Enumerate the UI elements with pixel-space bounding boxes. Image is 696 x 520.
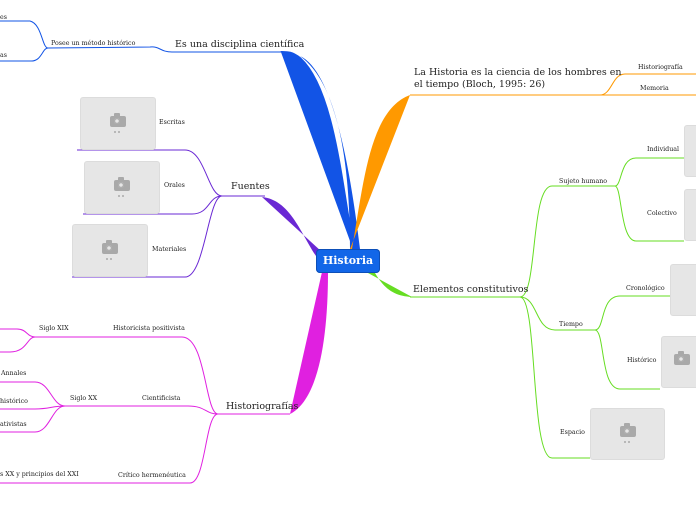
image-placeholder-espacio [590, 408, 665, 460]
node-historiografia[interactable]: Historiografía [638, 64, 683, 71]
image-placeholder-historico [661, 336, 696, 388]
node-tiempo[interactable]: Tiempo [559, 321, 583, 328]
dots-icon [623, 441, 626, 443]
node-materialismo-historico[interactable]: histórico [0, 398, 28, 405]
branch-blue-main-fill [300, 56, 360, 249]
node-memoria[interactable]: Memoria [640, 85, 669, 92]
image-placeholder-individual [684, 125, 696, 177]
node-escritas[interactable]: Escritas [159, 119, 185, 126]
root-node[interactable]: Historia [316, 249, 380, 273]
node-fuentes[interactable]: Fuentes [231, 181, 270, 192]
node-siglo-xx-xxi[interactable]: s XX y principios del XXI [0, 471, 79, 478]
branch-blue-main [280, 50, 355, 250]
node-siglo-xx[interactable]: Siglo XX [70, 395, 98, 402]
branch-green-main [368, 273, 412, 297]
dots-icon [106, 257, 108, 260]
node-materiales[interactable]: Materiales [152, 246, 187, 253]
camera-icon [114, 176, 130, 191]
node-critico-hermeneutica[interactable]: Crítico hermenéutica [118, 472, 186, 479]
image-placeholder-materiales [72, 224, 148, 277]
camera-icon [110, 112, 126, 127]
dots-icon [118, 194, 120, 197]
node-definicion-line2[interactable]: el tiempo (Bloch, 1995: 26) [414, 79, 546, 90]
node-colectivo[interactable]: Colectivo [647, 210, 677, 217]
camera-icon [619, 423, 636, 437]
node-orales[interactable]: Orales [164, 182, 185, 189]
node-historiografias[interactable]: Historiografías [226, 401, 299, 412]
node-cronologico[interactable]: Cronológico [626, 285, 665, 292]
image-placeholder-colectivo [684, 189, 696, 241]
camera-icon [674, 351, 690, 365]
branch-orange-main [350, 95, 410, 249]
node-historico[interactable]: Histórico [627, 357, 657, 364]
node-blue-leaf-a[interactable]: es [0, 14, 7, 21]
node-sujeto-humano[interactable]: Sujeto humano [559, 178, 608, 185]
branch-purple-main [262, 197, 322, 256]
node-siglo-xix[interactable]: Siglo XIX [39, 325, 69, 332]
node-metodo-historico[interactable]: Posee un método histórico [51, 40, 136, 47]
image-placeholder-escritas [80, 97, 156, 150]
node-blue-leaf-b[interactable]: as [0, 52, 7, 59]
node-annales[interactable]: Annales [1, 370, 27, 377]
node-historicista-positivista[interactable]: Historicista positivista [113, 325, 185, 332]
node-disciplina-cientifica[interactable]: Es una disciplina científica [175, 39, 305, 50]
camera-icon [102, 239, 118, 254]
node-espacio[interactable]: Espacio [560, 429, 585, 436]
node-definicion-line1[interactable]: La Historia es la ciencia de los hombres… [414, 67, 622, 78]
image-placeholder-cronologico [670, 264, 696, 316]
node-ativistas[interactable]: ativistas [0, 421, 27, 428]
node-elementos-constitutivos[interactable]: Elementos constitutivos [413, 284, 529, 295]
image-placeholder-orales [84, 161, 160, 214]
node-cientificista[interactable]: Cientificista [142, 395, 181, 402]
node-individual[interactable]: Individual [647, 146, 680, 153]
dots-icon [114, 130, 116, 133]
branch-magenta-main [290, 272, 328, 414]
